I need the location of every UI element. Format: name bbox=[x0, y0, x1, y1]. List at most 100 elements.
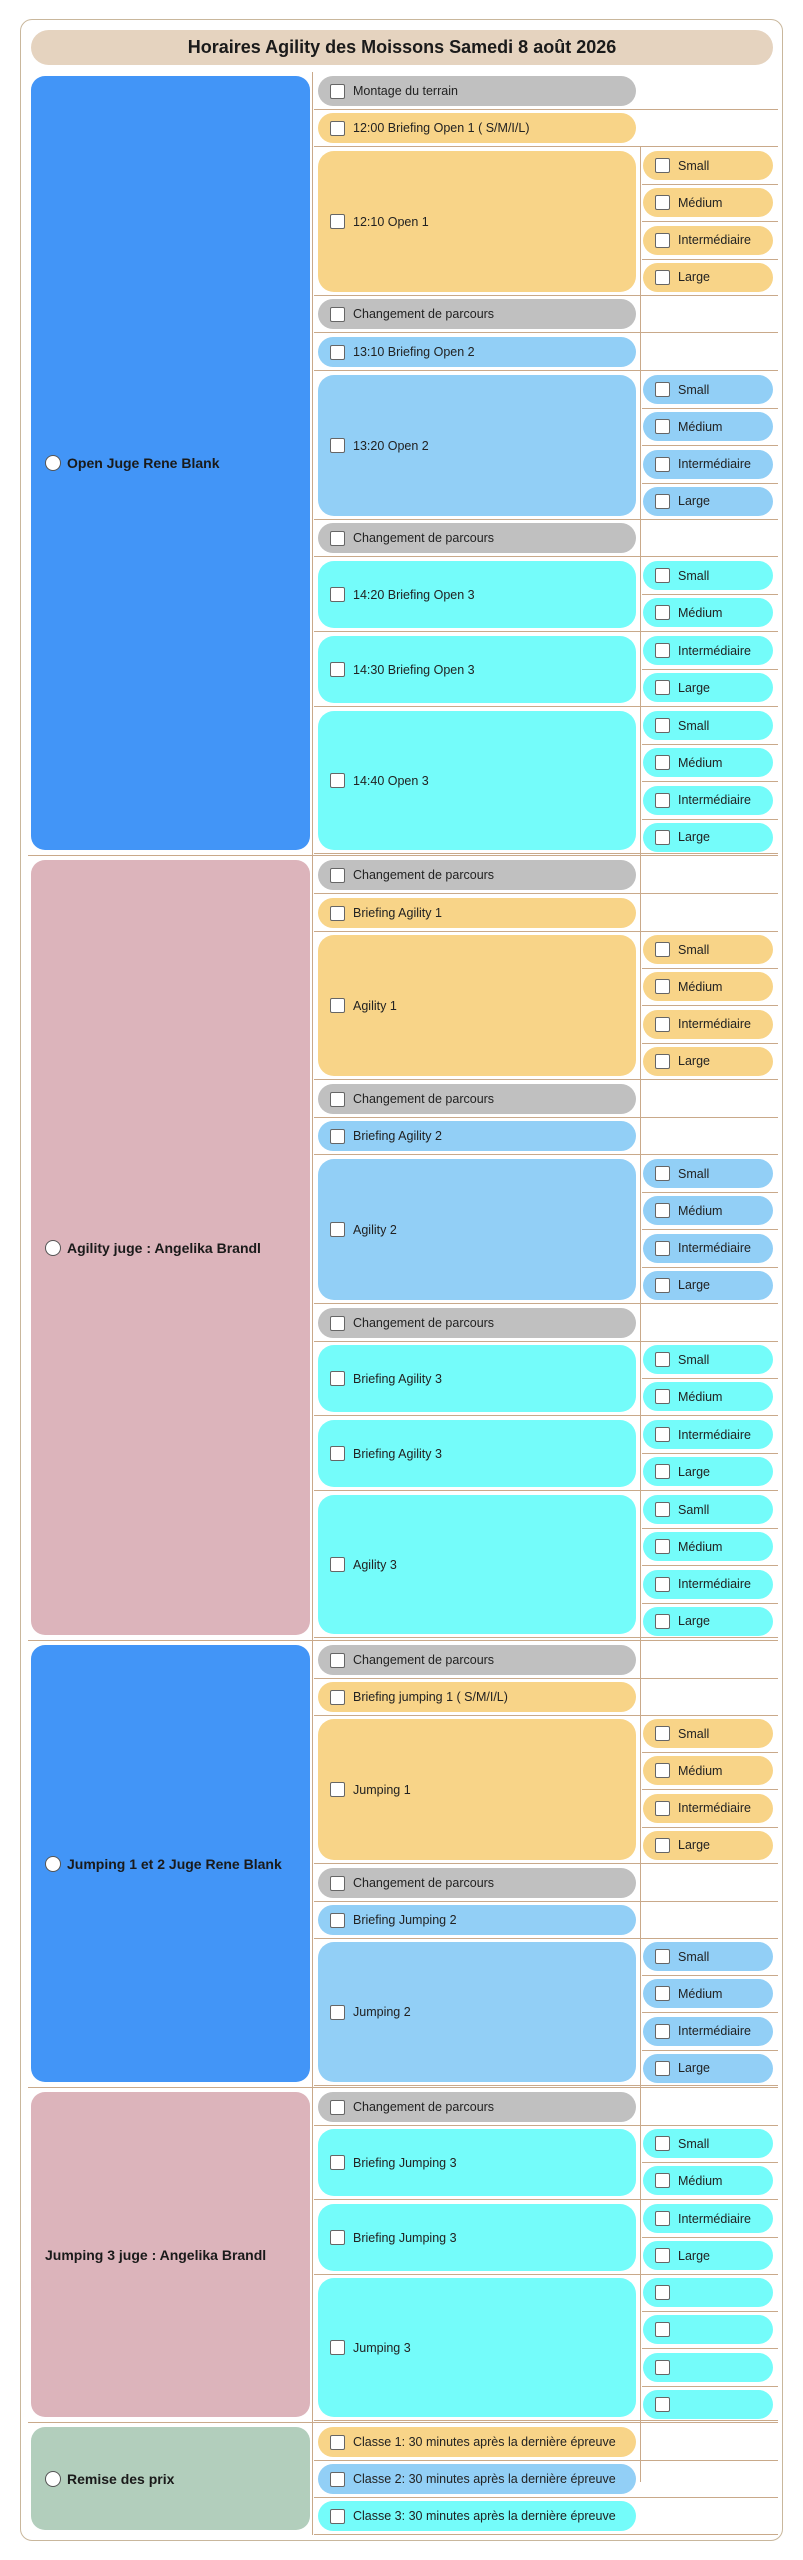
event-checkbox[interactable] bbox=[330, 1128, 345, 1144]
size-checkbox[interactable] bbox=[655, 269, 670, 285]
size-checkbox[interactable] bbox=[655, 718, 670, 733]
size-checkbox[interactable] bbox=[655, 456, 670, 472]
size-checkbox[interactable] bbox=[655, 382, 670, 397]
size-checkbox[interactable] bbox=[655, 643, 670, 658]
section-block: Jumping 3 juge : Angelika Brandl bbox=[31, 2092, 310, 2417]
size-divider bbox=[642, 2385, 778, 2387]
size-checkbox[interactable] bbox=[655, 2060, 670, 2076]
size-checkbox[interactable] bbox=[655, 1837, 670, 1853]
event-checkbox[interactable] bbox=[330, 998, 345, 1013]
event-checkbox[interactable] bbox=[330, 773, 345, 788]
size-checkbox[interactable] bbox=[655, 792, 670, 808]
size-checkbox[interactable] bbox=[655, 2248, 670, 2264]
size-checkbox[interactable] bbox=[655, 1726, 670, 1741]
event-checkbox[interactable] bbox=[330, 306, 345, 322]
event-checkbox[interactable] bbox=[330, 2155, 345, 2170]
size-checkbox[interactable] bbox=[655, 1539, 670, 1555]
event-checkbox[interactable] bbox=[330, 2340, 345, 2355]
event-checkbox[interactable] bbox=[330, 905, 345, 921]
event-checkbox[interactable] bbox=[330, 2099, 345, 2115]
size-checkbox[interactable] bbox=[655, 680, 670, 696]
event-checkbox[interactable] bbox=[330, 867, 345, 883]
size-label: Médium bbox=[678, 755, 723, 770]
event-checkbox[interactable] bbox=[330, 1091, 345, 1107]
event-checkbox[interactable] bbox=[330, 344, 345, 360]
size-checkbox[interactable] bbox=[655, 942, 670, 957]
size-item: Intermédiaire bbox=[643, 1233, 773, 1263]
event-label: Montage du terrain bbox=[353, 84, 458, 98]
event-label: 14:20 Briefing Open 3 bbox=[353, 587, 475, 602]
event-checkbox[interactable] bbox=[330, 1446, 345, 1461]
size-checkbox[interactable] bbox=[655, 1949, 670, 1964]
section-block: Agility juge : Angelika Brandl bbox=[31, 860, 310, 1635]
size-checkbox[interactable] bbox=[655, 1389, 670, 1405]
size-checkbox[interactable] bbox=[655, 2173, 670, 2189]
size-checkbox[interactable] bbox=[655, 568, 670, 583]
event-checkbox[interactable] bbox=[330, 214, 345, 229]
section-radio[interactable] bbox=[45, 1855, 61, 1872]
size-checkbox[interactable] bbox=[655, 2023, 670, 2039]
size-checkbox[interactable] bbox=[655, 2136, 670, 2151]
size-checkbox[interactable] bbox=[655, 1613, 670, 1629]
size-checkbox[interactable] bbox=[655, 195, 670, 211]
size-checkbox[interactable] bbox=[655, 1203, 670, 1219]
event-checkbox[interactable] bbox=[330, 662, 345, 677]
size-label: Small bbox=[678, 942, 710, 957]
size-checkbox[interactable] bbox=[655, 1053, 670, 1069]
size-checkbox[interactable] bbox=[655, 419, 670, 435]
event-checkbox[interactable] bbox=[330, 1782, 345, 1797]
event-checkbox[interactable] bbox=[330, 530, 345, 546]
size-checkbox[interactable] bbox=[655, 158, 670, 173]
size-checkbox[interactable] bbox=[655, 1464, 670, 1480]
size-label: Small bbox=[678, 1352, 710, 1367]
event-checkbox[interactable] bbox=[330, 1557, 345, 1572]
row-divider bbox=[314, 2125, 778, 2126]
size-checkbox[interactable] bbox=[655, 829, 670, 845]
size-checkbox[interactable] bbox=[655, 979, 670, 995]
event-checkbox[interactable] bbox=[330, 2230, 345, 2245]
event-checkbox[interactable] bbox=[330, 1315, 345, 1331]
event-checkbox[interactable] bbox=[330, 1689, 345, 1705]
event-checkbox[interactable] bbox=[330, 1371, 345, 1386]
section-radio[interactable] bbox=[45, 1239, 61, 1256]
event-item: Changement de parcours bbox=[318, 860, 636, 890]
size-checkbox[interactable] bbox=[655, 2396, 670, 2412]
size-checkbox[interactable] bbox=[655, 1240, 670, 1256]
size-checkbox[interactable] bbox=[655, 2285, 670, 2300]
event-checkbox[interactable] bbox=[330, 2434, 345, 2450]
size-checkbox[interactable] bbox=[655, 1502, 670, 1517]
event-checkbox[interactable] bbox=[330, 83, 345, 99]
event-checkbox[interactable] bbox=[330, 2471, 345, 2487]
size-checkbox[interactable] bbox=[655, 1277, 670, 1293]
event-checkbox[interactable] bbox=[330, 1875, 345, 1891]
event-checkbox[interactable] bbox=[330, 120, 345, 136]
row-divider bbox=[314, 853, 778, 854]
size-checkbox[interactable] bbox=[655, 2359, 670, 2375]
size-checkbox[interactable] bbox=[655, 2322, 670, 2338]
size-item: Intermédiaire bbox=[643, 225, 773, 255]
event-checkbox[interactable] bbox=[330, 2508, 345, 2524]
size-checkbox[interactable] bbox=[655, 1352, 670, 1367]
section-label: Open Juge Rene Blank bbox=[67, 455, 220, 471]
section-radio[interactable] bbox=[45, 2470, 61, 2487]
size-item: Large bbox=[643, 2053, 773, 2083]
event-checkbox[interactable] bbox=[330, 2004, 345, 2020]
size-checkbox[interactable] bbox=[655, 232, 670, 248]
size-checkbox[interactable] bbox=[655, 1986, 670, 2002]
event-checkbox[interactable] bbox=[330, 587, 345, 602]
event-checkbox[interactable] bbox=[330, 1222, 345, 1237]
size-checkbox[interactable] bbox=[655, 1016, 670, 1032]
size-checkbox[interactable] bbox=[655, 493, 670, 509]
size-checkbox[interactable] bbox=[655, 1800, 670, 1816]
size-checkbox[interactable] bbox=[655, 1166, 670, 1181]
size-checkbox[interactable] bbox=[655, 1427, 670, 1442]
size-checkbox[interactable] bbox=[655, 2211, 670, 2226]
size-checkbox[interactable] bbox=[655, 1763, 670, 1779]
event-checkbox[interactable] bbox=[330, 438, 345, 453]
event-checkbox[interactable] bbox=[330, 1912, 345, 1928]
section-radio[interactable] bbox=[45, 455, 61, 471]
event-checkbox[interactable] bbox=[330, 1652, 345, 1668]
size-checkbox[interactable] bbox=[655, 605, 670, 621]
size-checkbox[interactable] bbox=[655, 755, 670, 771]
size-checkbox[interactable] bbox=[655, 1576, 670, 1592]
